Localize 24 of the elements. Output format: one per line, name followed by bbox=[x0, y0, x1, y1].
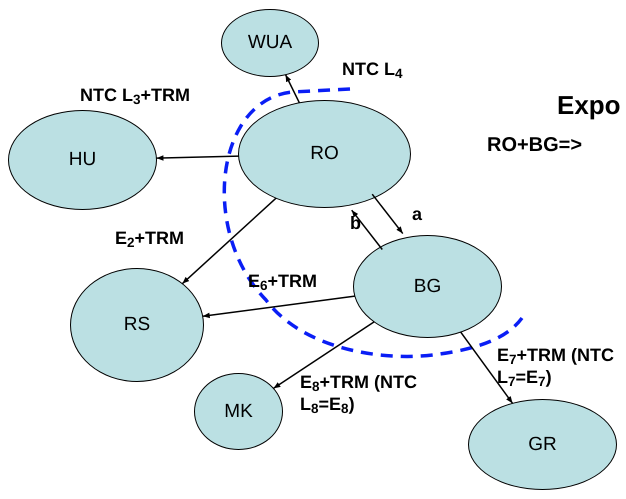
arrow bbox=[284, 74, 300, 104]
edge-label: NTC L$_{4}$ bbox=[342, 58, 404, 80]
arrow bbox=[182, 198, 277, 284]
node-label: BG bbox=[414, 274, 442, 298]
arrow bbox=[351, 210, 383, 250]
heading-text: Expo bbox=[557, 89, 621, 122]
edge-label: E$_{8}$+TRM (NTC L$_{8}$=E$_{8}$) bbox=[300, 371, 418, 415]
node-label: WUA bbox=[248, 31, 292, 55]
node-label: RO bbox=[310, 142, 339, 166]
arrow bbox=[460, 332, 514, 404]
heading-text: RO+BG=> bbox=[487, 133, 582, 158]
edge-label: b bbox=[350, 212, 362, 234]
arrow bbox=[372, 194, 404, 234]
node-label: MK bbox=[224, 400, 253, 424]
edge-label: E$_{2}$+TRM bbox=[115, 227, 186, 249]
node-label: GR bbox=[528, 432, 557, 456]
node-label: HU bbox=[68, 148, 96, 172]
arrow bbox=[202, 295, 355, 318]
edge-label: E$_{7}$+TRM (NTC L$_{7}$=E$_{7}$) bbox=[497, 344, 616, 388]
arrow bbox=[156, 155, 239, 161]
arrow bbox=[273, 321, 374, 390]
edge-label: NTC L$_{3}$+TRM bbox=[80, 84, 192, 106]
node-label: RS bbox=[124, 313, 150, 337]
edge-label: a bbox=[412, 203, 424, 225]
